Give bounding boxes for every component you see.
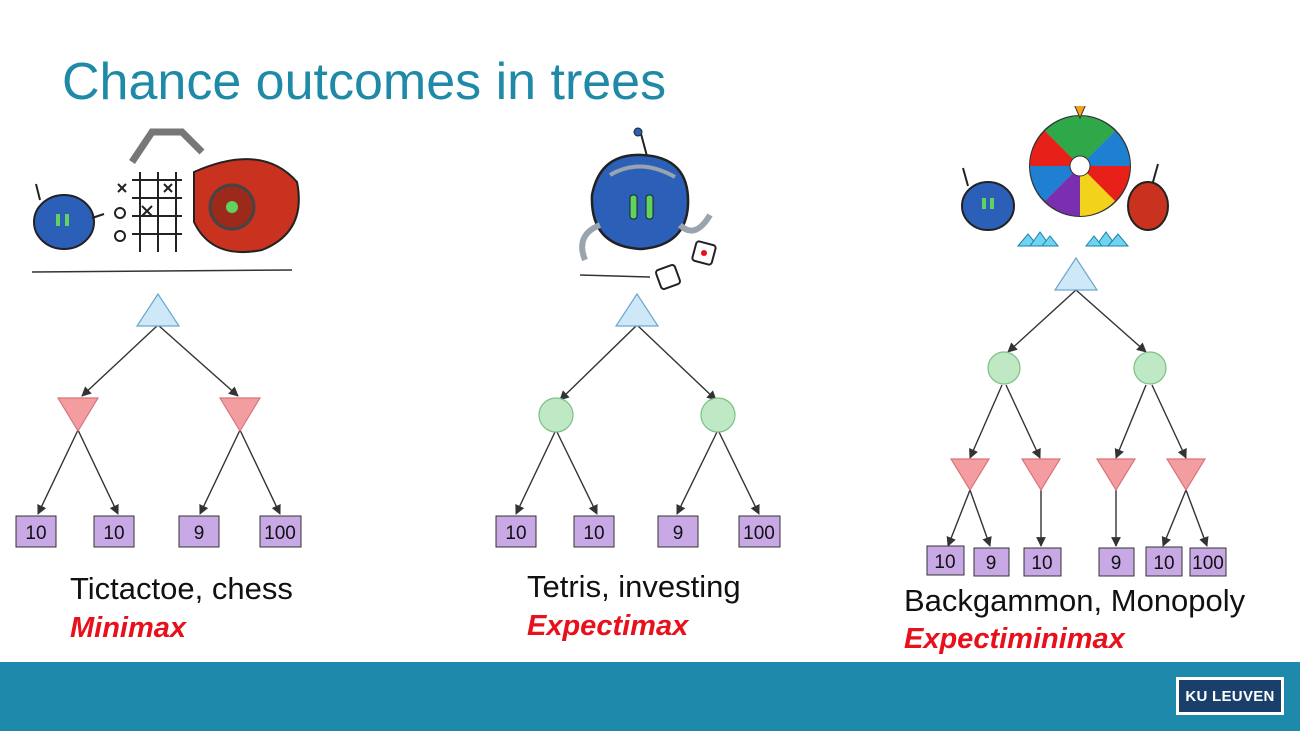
leaf-box <box>1189 547 1227 577</box>
leaf-box <box>1098 547 1135 577</box>
leaf-box <box>973 547 1010 577</box>
expectimax-tree <box>515 324 760 515</box>
leaf-value: 9 <box>986 553 997 574</box>
max-node <box>1053 256 1099 291</box>
leaf-box <box>738 515 781 548</box>
max-node <box>614 292 660 327</box>
leaf-value: 100 <box>1192 553 1224 574</box>
leaf-value: 10 <box>583 523 604 544</box>
expectiminimax-label: Expectiminimax <box>904 623 1125 655</box>
ku-leuven-logo: KU LEUVEN <box>1176 677 1284 715</box>
leaf-value: 9 <box>1111 553 1122 574</box>
expectimax-caption: Tetris, investing <box>527 569 741 604</box>
leaf-box <box>495 515 537 548</box>
leaf-value: 100 <box>743 523 775 544</box>
tictactoe-robots-illustration <box>31 128 300 273</box>
leaf-box <box>178 515 220 548</box>
minimax-tree <box>37 324 281 515</box>
dice-robot-illustration <box>579 127 717 290</box>
leaf-value: 9 <box>194 523 205 544</box>
expectiminimax-caption: Backgammon, Monopoly <box>904 583 1246 618</box>
slide-title: Chance outcomes in trees <box>62 53 667 111</box>
footer-bar <box>0 662 1300 731</box>
chance-node <box>538 397 574 433</box>
leaf-box <box>1023 547 1062 577</box>
expectiminimax-leaves: 10 9 10 9 10 100 <box>926 545 1227 577</box>
leaf-value: 100 <box>264 523 296 544</box>
expectimax-leaves: 10 10 9 100 <box>495 515 781 548</box>
min-node <box>56 397 100 433</box>
min-node <box>218 397 262 433</box>
leaf-box <box>93 515 135 548</box>
max-node <box>135 292 181 327</box>
min-node <box>1095 458 1137 492</box>
leaf-value: 10 <box>25 523 46 544</box>
minimax-leaves: 10 10 9 100 <box>15 515 302 548</box>
chance-node <box>700 397 736 433</box>
chance-node <box>987 351 1021 385</box>
leaf-box <box>15 515 57 548</box>
leaf-box <box>1145 546 1183 577</box>
leaf-value: 10 <box>103 523 124 544</box>
prize-wheel-robots-illustration <box>961 106 1169 247</box>
game-trees-diagram: 10 10 9 100 10 10 9 100 <box>15 256 1227 577</box>
leaf-value: 10 <box>1153 553 1174 574</box>
leaf-value: 10 <box>934 552 955 573</box>
leaf-value: 10 <box>1031 553 1052 574</box>
leaf-box <box>259 515 302 548</box>
leaf-box <box>926 545 965 576</box>
expectiminimax-tree <box>946 289 1209 547</box>
leaf-value: 10 <box>505 523 526 544</box>
min-node <box>1020 458 1062 492</box>
leaf-box <box>657 515 699 548</box>
min-node <box>949 458 991 492</box>
minimax-caption: Tictactoe, chess <box>70 571 293 606</box>
expectimax-label: Expectimax <box>527 610 689 642</box>
leaf-box <box>573 515 615 548</box>
leaf-value: 9 <box>673 523 684 544</box>
min-node <box>1165 458 1207 492</box>
chance-node <box>1133 351 1167 385</box>
minimax-label: Minimax <box>70 612 187 644</box>
